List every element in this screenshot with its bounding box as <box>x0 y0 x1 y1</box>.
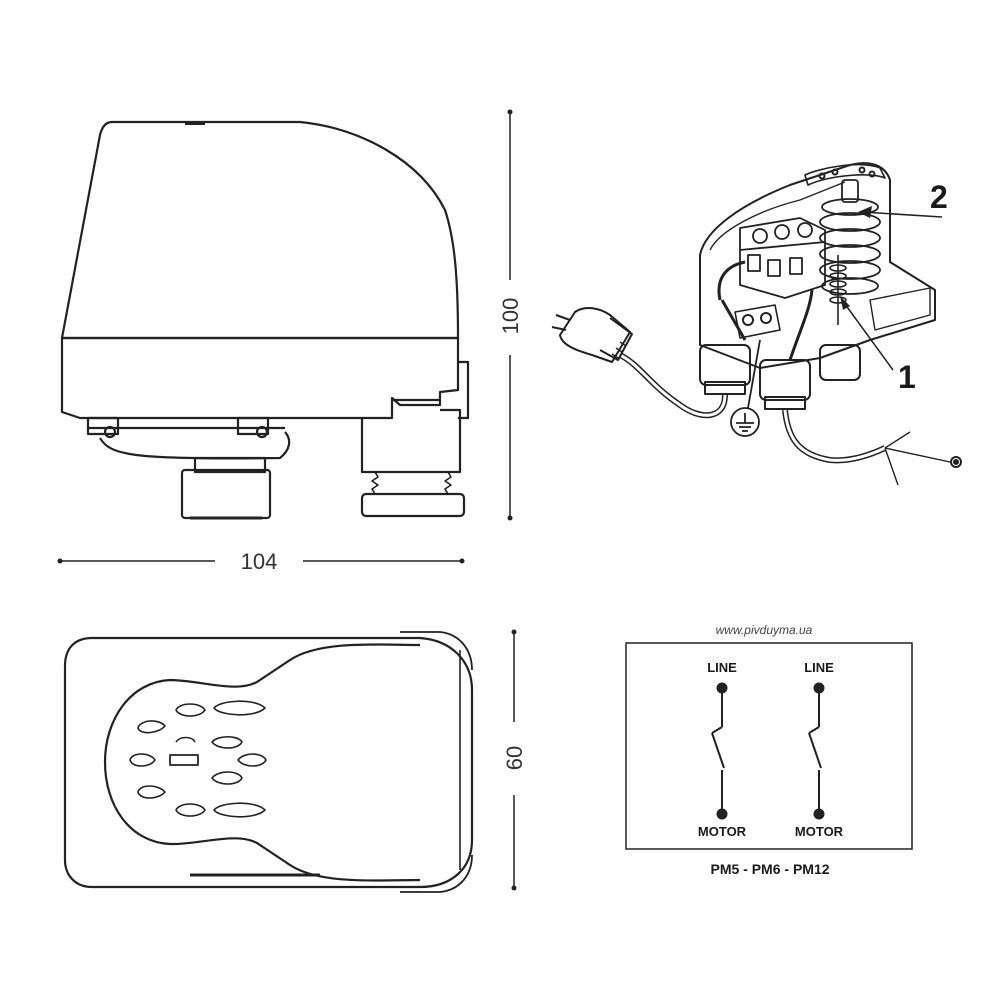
motor-label-right: MOTOR <box>795 824 844 839</box>
top-view-cap <box>103 643 421 882</box>
motor-label-left: MOTOR <box>698 824 747 839</box>
top-view-outline <box>63 636 474 889</box>
switch-left <box>711 682 728 820</box>
isometric-view <box>618 162 962 486</box>
depth-dimension: 60 <box>502 629 527 891</box>
line-label-left: LINE <box>707 660 737 675</box>
callout-1: 1 <box>840 296 916 395</box>
wiring-schematic: www.pivduyma.ua LINE MOTOR LINE MOTOR PM… <box>625 623 913 877</box>
website-label: www.pivduyma.ua <box>716 623 813 637</box>
height-dimension-label: 100 <box>498 298 523 335</box>
model-list: PM5 - PM6 - PM12 <box>710 861 829 877</box>
switch-right <box>808 682 825 820</box>
vent-holes <box>129 700 267 818</box>
callout-2: 2 <box>858 179 948 218</box>
differential-spring <box>829 255 847 325</box>
side-view-base <box>60 336 460 420</box>
schematic-frame <box>625 642 913 850</box>
side-view-cover <box>60 120 460 340</box>
side-view <box>60 120 470 520</box>
height-dimension: 100 <box>498 109 523 521</box>
line-label-right: LINE <box>804 660 834 675</box>
callout-2-label: 2 <box>930 179 948 215</box>
terminal-block <box>739 217 826 299</box>
schuko-plug-icon <box>551 307 633 363</box>
width-dimension-label: 104 <box>241 549 278 574</box>
main-spring <box>819 179 881 295</box>
width-dimension: 104 <box>57 549 465 574</box>
callout-1-label: 1 <box>898 359 916 395</box>
top-view <box>63 631 474 893</box>
depth-dimension-label: 60 <box>502 746 527 770</box>
ground-symbol-icon <box>730 339 761 437</box>
